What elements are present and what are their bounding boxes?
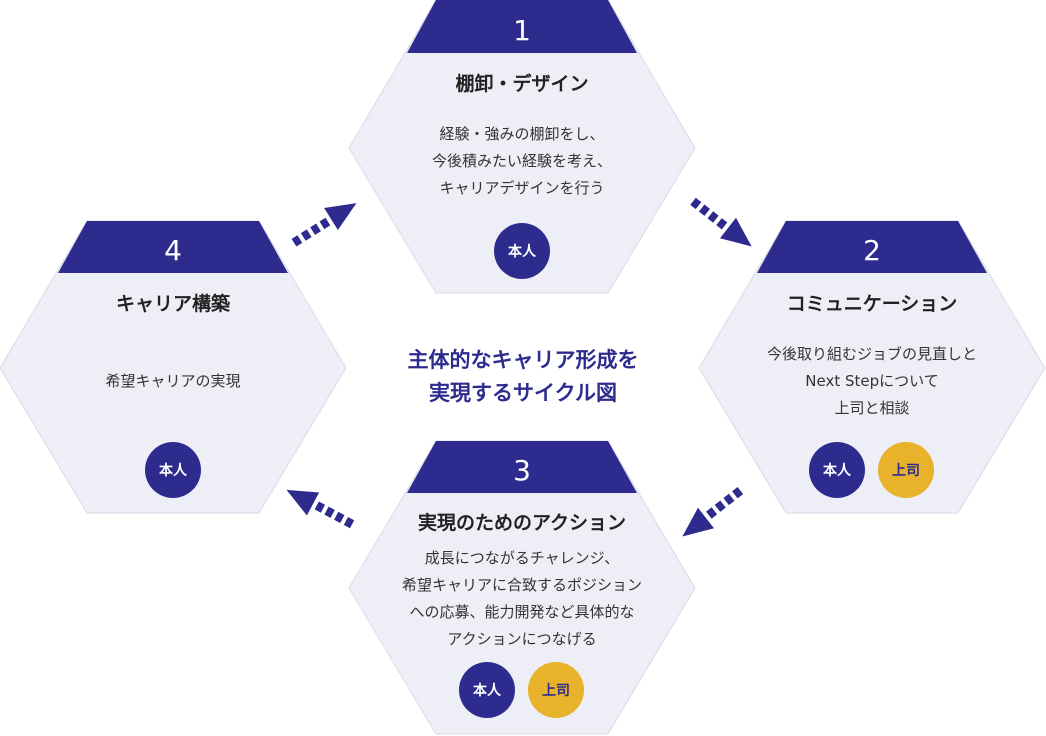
step-2-desc-line-2: Next Stepについて [805, 372, 938, 390]
step-1-hex-shape [348, 0, 696, 294]
step-3-badge-self: 本人 [459, 662, 515, 718]
step-1-desc-line-3: キャリアデザインを行う [439, 179, 604, 197]
step-1-badge-self: 本人 [494, 223, 550, 279]
step-4-title: キャリア構築 [116, 292, 231, 315]
step-2-badge-boss-label: 上司 [892, 463, 920, 479]
step-3-header-band [407, 441, 637, 493]
step-3-badge-self-label: 本人 [473, 682, 502, 699]
step-3-number: 3 [513, 454, 531, 487]
step-4-badge-self-label: 本人 [159, 462, 188, 479]
step-1-hexagon: 1 棚卸・デザイン 経験・強みの棚卸をし、 今後積みたい経験を考え、 キャリアデ… [348, 0, 696, 294]
step-3-desc-line-4: アクションにつなげる [447, 630, 596, 648]
arrow-icon [682, 486, 744, 537]
step-4-desc-line-1: 希望キャリアの実現 [105, 372, 240, 390]
step-4-number: 4 [164, 234, 182, 267]
center-title-line-1: 主体的なキャリア形成を [408, 348, 639, 372]
step-2-hexagon: 2 コミュニケーション 今後取り組むジョブの見直しと Next Stepについて… [698, 220, 1046, 514]
step-4-badge-self: 本人 [145, 442, 201, 498]
step-2-desc-line-3: 上司と相談 [834, 399, 909, 417]
step-2-title: コミュニケーション [787, 293, 958, 315]
step-3-hexagon: 3 実現のためのアクション 成長につながるチャレンジ、 希望キャリアに合致するポ… [348, 440, 696, 735]
step-1-badge-self-circle [494, 223, 550, 279]
step-1-desc-line-1: 経験・強みの棚卸をし、 [439, 125, 604, 143]
step-3-desc-line-1: 成長につながるチャレンジ、 [425, 549, 619, 567]
center-title-line-2: 実現するサイクル図 [429, 381, 617, 405]
step-3-title: 実現のためのアクション [418, 511, 626, 534]
step-2-header-band [757, 221, 987, 273]
step-2-badge-boss-circle [878, 442, 934, 498]
step-2-number: 2 [863, 234, 881, 267]
step-1-number: 1 [513, 14, 531, 47]
step-2-badge-self-label: 本人 [823, 462, 852, 479]
step-1-desc-line-2: 今後積みたい経験を考え、 [432, 152, 612, 170]
arrow-icon [291, 203, 357, 247]
step-2-badge-self: 本人 [809, 442, 865, 498]
step-3-badge-boss-label: 上司 [542, 683, 570, 699]
step-3-desc-line-2: 希望キャリアに合致するポジション [402, 576, 642, 594]
step-2-badge-self-circle [809, 442, 865, 498]
step-3-badge-self-circle [459, 662, 515, 718]
step-3-desc-line-3: への応募、能力開発など具体的な [409, 603, 634, 621]
step-1-header-band [407, 0, 637, 53]
step-3-badge-boss-circle [528, 662, 584, 718]
step-1-badge-self-label: 本人 [508, 243, 537, 260]
step-1-title: 棚卸・デザイン [455, 72, 588, 95]
center-title: 主体的なキャリア形成を 実現するサイクル図 [408, 348, 639, 405]
step-3-badge-boss: 上司 [528, 662, 584, 718]
arrow-icon [286, 489, 355, 529]
arrow-icon [690, 197, 752, 247]
step-4-badge-self-circle [145, 442, 201, 498]
step-4-hexagon: 4 キャリア構築 希望キャリアの実現 本人 [0, 220, 347, 514]
step-2-desc-line-1: 今後取り組むジョブの見直しと [767, 345, 977, 363]
step-2-badge-boss: 上司 [878, 442, 934, 498]
step-4-header-band [58, 221, 288, 273]
